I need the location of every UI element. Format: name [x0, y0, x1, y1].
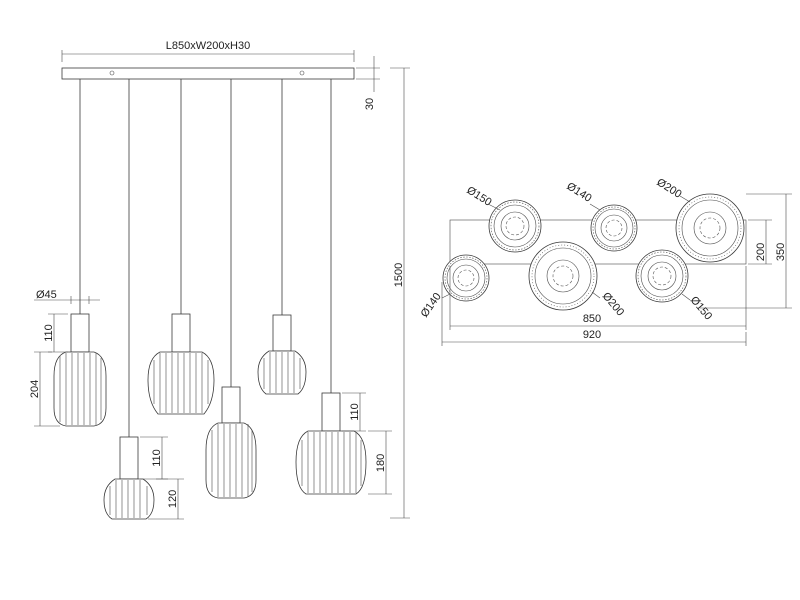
- lamp-socket: [171, 313, 191, 353]
- top-shade-2: [590, 204, 638, 252]
- lamp-shade: [53, 351, 107, 427]
- lamp-6-shade-height: 180: [375, 454, 387, 472]
- lamp-6-dimensions: 110 180: [342, 392, 392, 495]
- socket-diameter-label: Ø45: [36, 289, 57, 301]
- lamp-1-shade-height: 204: [29, 380, 41, 398]
- shade-3-diameter: Ø200: [654, 176, 683, 200]
- top-view: Ø150 Ø140 Ø200 Ø140 Ø200 Ø150 200 350 85…: [419, 176, 792, 346]
- canopy-dimension-label: L850xW200xH30: [166, 40, 250, 52]
- lamp-1-dimensions: Ø45 110 204: [29, 289, 100, 427]
- width-inner-label: 850: [583, 313, 601, 325]
- pendant-lamp-6: [295, 79, 367, 495]
- top-shade-5: [528, 241, 598, 311]
- canopy-screw: [109, 70, 115, 76]
- width-dimensions: 850 920: [441, 266, 747, 346]
- depth-inner-label: 200: [755, 243, 767, 261]
- canopy-screw: [299, 70, 305, 76]
- pendant-lamp-1: [53, 79, 107, 427]
- lamp-1-socket-height: 110: [43, 324, 55, 342]
- top-shade-1: [488, 199, 542, 253]
- canopy-height-dimension: 30: [356, 56, 380, 110]
- total-height-dimension: 1500: [390, 67, 410, 519]
- depth-outer-label: 350: [775, 243, 787, 261]
- width-outer-label: 920: [583, 329, 601, 341]
- pendant-lamp-3: [147, 79, 215, 415]
- lamp-socket: [321, 392, 341, 432]
- lamp-shade: [295, 430, 367, 495]
- lamp-socket: [119, 436, 139, 480]
- lamp-6-socket-height: 110: [349, 403, 361, 421]
- top-shade-6: [635, 249, 689, 303]
- lamp-shade: [103, 478, 155, 520]
- lamp-shade: [147, 351, 215, 415]
- pendant-lamp-4: [205, 79, 257, 499]
- lamp-shade: [205, 422, 257, 499]
- lamp-2-socket-height: 110: [151, 449, 163, 467]
- shade-6-diameter: Ø150: [688, 294, 714, 322]
- shade-1-diameter: Ø150: [464, 184, 493, 208]
- canopy-width-dimension: L850xW200xH30: [61, 40, 355, 62]
- front-view: L850xW200xH30 30 1500: [29, 40, 410, 520]
- shade-5-diameter: Ø200: [600, 290, 626, 318]
- pendant-lamp-2: [103, 79, 155, 520]
- total-height-label: 1500: [393, 263, 405, 287]
- lamp-2-shade-height: 120: [167, 490, 179, 508]
- shade-4-diameter: Ø140: [419, 291, 444, 320]
- lamp-socket: [221, 386, 241, 424]
- canopy-bar: [61, 67, 355, 80]
- canopy-height-label: 30: [364, 98, 376, 110]
- lamp-socket: [272, 314, 292, 352]
- top-shade-3: [675, 193, 745, 263]
- shade-2-diameter: Ø140: [564, 180, 593, 204]
- pendant-lamp-5: [257, 79, 307, 395]
- lamp-2-dimensions: 110 120: [140, 436, 184, 520]
- top-shade-4: [442, 254, 490, 302]
- lamp-socket: [70, 313, 90, 353]
